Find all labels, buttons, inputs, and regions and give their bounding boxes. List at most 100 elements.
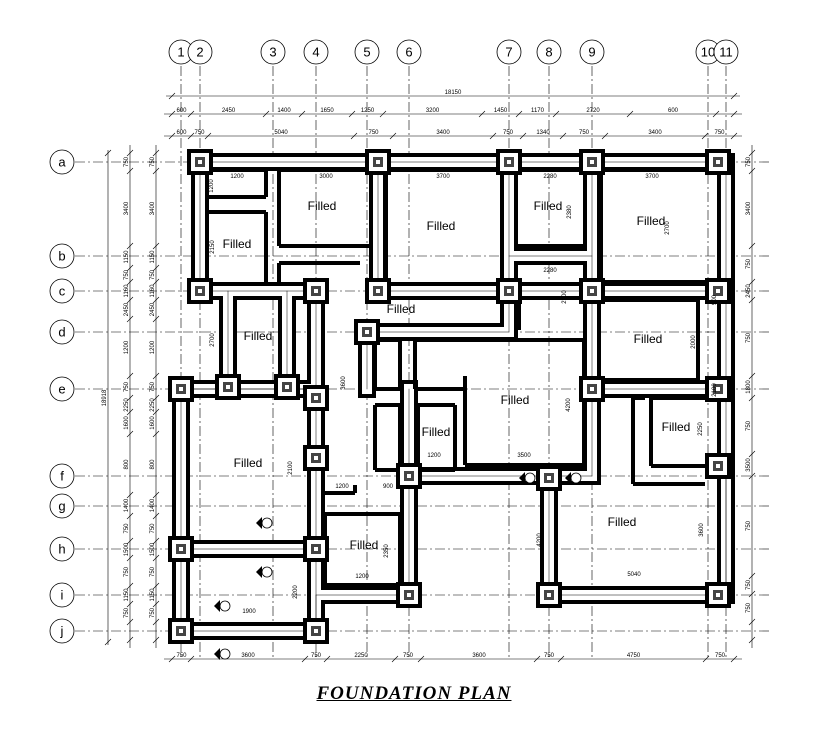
grid-bubble-col-2: 2 <box>187 39 213 65</box>
column-center <box>547 593 551 597</box>
dim-tick <box>730 92 738 100</box>
dim-tick <box>489 132 497 140</box>
column <box>168 376 194 402</box>
grid-bubble-circle <box>49 463 75 489</box>
dim-tick <box>379 110 387 118</box>
column-center <box>198 289 202 293</box>
dim-label: 750 <box>311 653 322 659</box>
dim-label: 1150 <box>150 588 156 602</box>
dim-label: 3500 <box>746 458 752 472</box>
dim-label: 600 <box>176 130 187 136</box>
column <box>536 465 562 491</box>
grid-bubble-col-7: 7 <box>496 39 522 65</box>
dim-label: 1500 <box>124 542 130 556</box>
column-center <box>179 547 183 551</box>
room-dimension: 900 <box>383 484 394 490</box>
dim-tick <box>417 655 425 663</box>
column <box>303 445 329 471</box>
dim-tick <box>748 450 756 458</box>
room-dimension: 2280 <box>543 268 557 274</box>
dim-tick <box>730 110 738 118</box>
dim-label: 750 <box>124 381 130 392</box>
dim-tick <box>187 110 195 118</box>
column <box>579 376 605 402</box>
dim-tick <box>126 537 134 545</box>
dim-tick <box>152 618 160 626</box>
grid-bubble-col-9: 9 <box>579 39 605 65</box>
room-label-filled: Filled <box>387 302 416 316</box>
dim-tick <box>152 582 160 590</box>
column <box>396 582 422 608</box>
dim-label: 750 <box>746 156 752 167</box>
room-label-filled: Filled <box>350 538 379 552</box>
dim-label: 800 <box>150 459 156 470</box>
grid-bubble-circle <box>49 376 75 402</box>
dim-tick <box>126 278 134 286</box>
column <box>579 149 605 175</box>
dim-tick <box>126 167 134 175</box>
room-dimension: 2100 <box>288 461 294 475</box>
dim-tick <box>350 132 358 140</box>
dim-label: 1150 <box>124 250 130 264</box>
grid-bubble-label: h <box>58 542 65 557</box>
dim-tick <box>712 110 720 118</box>
column <box>215 374 241 400</box>
grid-bubble-col-4: 4 <box>303 39 329 65</box>
grid-bubble-circle <box>49 536 75 562</box>
column-center <box>716 464 720 468</box>
section-marker-circle <box>219 600 231 612</box>
dim-label: 1200 <box>150 340 156 354</box>
grid-bubble-circle <box>49 493 75 519</box>
column <box>187 149 213 175</box>
column-center <box>507 160 511 164</box>
dim-label: 3600 <box>241 653 255 659</box>
room-dimension: 2100 <box>712 383 718 397</box>
section-marker-circle <box>219 648 231 660</box>
room-dimension: 2280 <box>543 174 557 180</box>
dim-label: 1400 <box>277 108 291 114</box>
grid-bubble-circle <box>49 149 75 175</box>
room-dimension: 3600 <box>699 523 705 537</box>
dim-tick <box>152 242 160 250</box>
section-marker-arrow <box>214 648 220 660</box>
dim-label: 750 <box>150 381 156 392</box>
room-label-filled: Filled <box>244 329 273 343</box>
dim-label: 750 <box>746 332 752 343</box>
grid-bubble-row-d: d <box>49 319 75 345</box>
dim-tick <box>152 315 160 323</box>
dim-tick <box>152 512 160 520</box>
grid-bubble-circle <box>536 39 562 65</box>
column <box>365 149 391 175</box>
dim-label: 1450 <box>494 108 508 114</box>
dim-label: 750 <box>176 653 187 659</box>
dim-label: 1250 <box>361 108 375 114</box>
dim-tick <box>126 618 134 626</box>
column <box>303 385 329 411</box>
dim-tick <box>168 132 176 140</box>
dim-overall-width: 18150 <box>166 90 740 100</box>
room-dimension: 1900 <box>242 609 256 615</box>
dim-tick <box>152 394 160 402</box>
dim-tick <box>748 472 756 480</box>
dim-label: 1340 <box>536 130 550 136</box>
dim-tick <box>702 655 710 663</box>
column-center <box>547 476 551 480</box>
dim-tick <box>626 110 634 118</box>
dim-label: 3400 <box>124 201 130 215</box>
dim-label: 750 <box>150 523 156 534</box>
dim-label: 1160 <box>150 284 156 298</box>
room-dimension: 2350 <box>384 544 390 558</box>
column <box>168 618 194 644</box>
dim-label: 2250 <box>354 653 368 659</box>
dim-label: 750 <box>124 523 130 534</box>
room-dimension: 3000 <box>319 174 333 180</box>
plan-title: FOUNDATION PLAN <box>316 683 512 704</box>
dim-tick <box>748 394 756 402</box>
dim-label: 750 <box>544 653 555 659</box>
grid-bubble-label: 3 <box>269 45 276 60</box>
section-marker-arrow <box>214 600 220 612</box>
dim-tick <box>187 655 195 663</box>
room-dimension: 4200 <box>537 533 543 547</box>
